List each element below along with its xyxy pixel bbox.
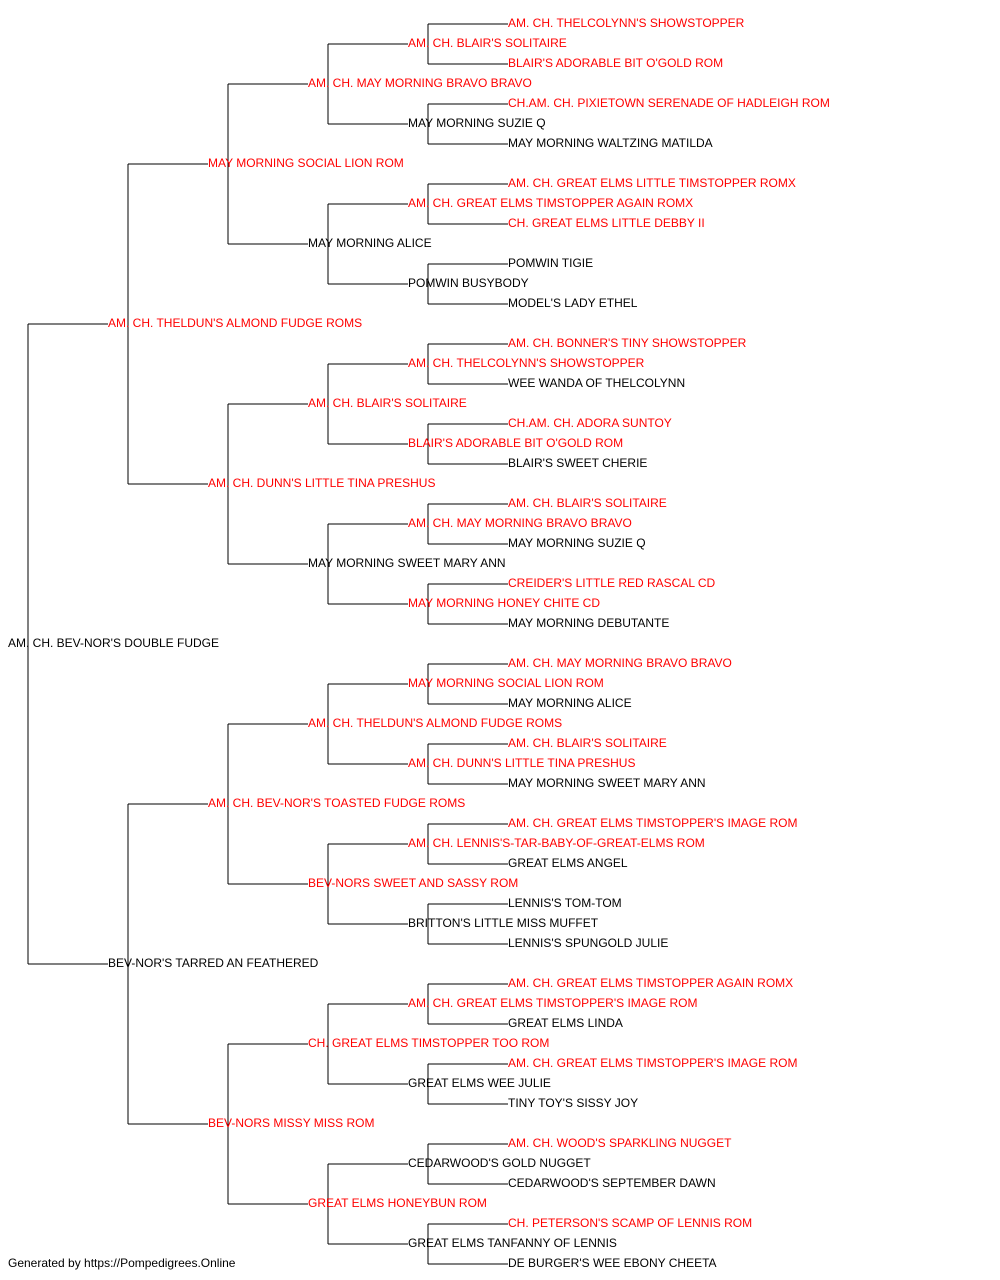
ancestor-labels: AM. CH. BEV-NOR'S DOUBLE FUDGE AM. CH. TH… xyxy=(8,16,830,1270)
ancestor-name: CH. PETERSON'S SCAMP OF LENNIS ROM xyxy=(508,1216,752,1230)
ancestor-name: BEV-NOR'S TARRED AN FEATHERED xyxy=(108,956,319,970)
ancestor-name: CEDARWOOD'S GOLD NUGGET xyxy=(408,1156,591,1170)
ancestor-name: AM. CH. BLAIR'S SOLITAIRE xyxy=(508,496,667,510)
ancestor-name: AM. CH. THELDUN'S ALMOND FUDGE ROMS xyxy=(308,716,562,730)
ancestor-name: CEDARWOOD'S SEPTEMBER DAWN xyxy=(508,1176,716,1190)
ancestor-name: AM. CH. GREAT ELMS TIMSTOPPER'S IMAGE RO… xyxy=(508,816,797,830)
ancestor-name: AM. CH. GREAT ELMS TIMSTOPPER'S IMAGE RO… xyxy=(408,996,697,1010)
ancestor-name: BLAIR'S ADORABLE BIT O'GOLD ROM xyxy=(408,436,623,450)
ancestor-name: MAY MORNING DEBUTANTE xyxy=(508,616,669,630)
ancestor-name: TINY TOY'S SISSY JOY xyxy=(508,1096,638,1110)
connector-lines xyxy=(27,23,508,1265)
ancestor-name: CH.AM. CH. PIXIETOWN SERENADE OF HADLEIG… xyxy=(508,96,830,110)
ancestor-name: MAY MORNING SUZIE Q xyxy=(408,116,546,130)
ancestor-name: AM. CH. GREAT ELMS LITTLE TIMSTOPPER ROM… xyxy=(508,176,796,190)
ancestor-name: AM. CH. DUNN'S LITTLE TINA PRESHUS xyxy=(408,756,635,770)
ancestor-name: LENNIS'S SPUNGOLD JULIE xyxy=(508,936,668,950)
ancestor-name: AM. CH. THELDUN'S ALMOND FUDGE ROMS xyxy=(108,316,362,330)
ancestor-name: MAY MORNING ALICE xyxy=(508,696,632,710)
ancestor-name: POMWIN BUSYBODY xyxy=(408,276,529,290)
ancestor-name: AM. CH. WOOD'S SPARKLING NUGGET xyxy=(508,1136,732,1150)
ancestor-name: LENNIS'S TOM-TOM xyxy=(508,896,622,910)
ancestor-name: MODEL'S LADY ETHEL xyxy=(508,296,638,310)
ancestor-name: GREAT ELMS HONEYBUN ROM xyxy=(308,1196,487,1210)
ancestor-name: AM. CH. BEV-NOR'S TOASTED FUDGE ROMS xyxy=(208,796,465,810)
ancestor-name: AM. CH. BONNER'S TINY SHOWSTOPPER xyxy=(508,336,747,350)
ancestor-name: CH.AM. CH. ADORA SUNTOY xyxy=(508,416,672,430)
ancestor-name: MAY MORNING SWEET MARY ANN xyxy=(508,776,706,790)
ancestor-name: GREAT ELMS WEE JULIE xyxy=(408,1076,551,1090)
ancestor-name: BLAIR'S SWEET CHERIE xyxy=(508,456,647,470)
ancestor-name: BRITTON'S LITTLE MISS MUFFET xyxy=(408,916,599,930)
ancestor-name: AM. CH. MAY MORNING BRAVO BRAVO xyxy=(308,76,532,90)
ancestor-name: WEE WANDA OF THELCOLYNN xyxy=(508,376,685,390)
ancestor-name: AM. CH. MAY MORNING BRAVO BRAVO xyxy=(508,656,732,670)
ancestor-name: MAY MORNING HONEY CHITE CD xyxy=(408,596,600,610)
ancestor-name: POMWIN TIGIE xyxy=(508,256,593,270)
ancestor-name: AM. CH. GREAT ELMS TIMSTOPPER'S IMAGE RO… xyxy=(508,1056,797,1070)
ancestor-name: AM. CH. THELCOLYNN'S SHOWSTOPPER xyxy=(408,356,645,370)
ancestor-name: MAY MORNING SOCIAL LION ROM xyxy=(208,156,404,170)
subject-dog-name: AM. CH. BEV-NOR'S DOUBLE FUDGE xyxy=(8,636,219,650)
ancestor-name: BEV-NORS MISSY MISS ROM xyxy=(208,1116,374,1130)
ancestor-name: MAY MORNING SWEET MARY ANN xyxy=(308,556,506,570)
ancestor-name: AM. CH. BLAIR'S SOLITAIRE xyxy=(308,396,467,410)
ancestor-name: AM. CH. THELCOLYNN'S SHOWSTOPPER xyxy=(508,16,745,30)
ancestor-name: GREAT ELMS LINDA xyxy=(508,1016,623,1030)
ancestor-name: AM. CH. DUNN'S LITTLE TINA PRESHUS xyxy=(208,476,435,490)
ancestor-name: GREAT ELMS TANFANNY OF LENNIS xyxy=(408,1236,617,1250)
ancestor-name: AM. CH. MAY MORNING BRAVO BRAVO xyxy=(408,516,632,530)
ancestor-name: MAY MORNING WALTZING MATILDA xyxy=(508,136,713,150)
ancestor-name: AM. CH. GREAT ELMS TIMSTOPPER AGAIN ROMX xyxy=(508,976,793,990)
ancestor-name: MAY MORNING SUZIE Q xyxy=(508,536,646,550)
generated-by-footer: Generated by https://Pompedigrees.Online xyxy=(8,1256,236,1270)
ancestor-name: CREIDER'S LITTLE RED RASCAL CD xyxy=(508,576,716,590)
ancestor-name: AM. CH. LENNIS'S-TAR-BABY-OF-GREAT-ELMS … xyxy=(408,836,705,850)
ancestor-name: BLAIR'S ADORABLE BIT O'GOLD ROM xyxy=(508,56,723,70)
ancestor-name: AM. CH. GREAT ELMS TIMSTOPPER AGAIN ROMX xyxy=(408,196,693,210)
ancestor-name: CH. GREAT ELMS LITTLE DEBBY II xyxy=(508,216,705,230)
ancestor-name: GREAT ELMS ANGEL xyxy=(508,856,628,870)
ancestor-name: BEV-NORS SWEET AND SASSY ROM xyxy=(308,876,518,890)
ancestor-name: AM. CH. BLAIR'S SOLITAIRE xyxy=(508,736,667,750)
ancestor-name: MAY MORNING ALICE xyxy=(308,236,432,250)
ancestor-name: CH. GREAT ELMS TIMSTOPPER TOO ROM xyxy=(308,1036,549,1050)
ancestor-name: AM. CH. BLAIR'S SOLITAIRE xyxy=(408,36,567,50)
ancestor-name: DE BURGER'S WEE EBONY CHEETA xyxy=(508,1256,717,1270)
ancestor-name: MAY MORNING SOCIAL LION ROM xyxy=(408,676,604,690)
